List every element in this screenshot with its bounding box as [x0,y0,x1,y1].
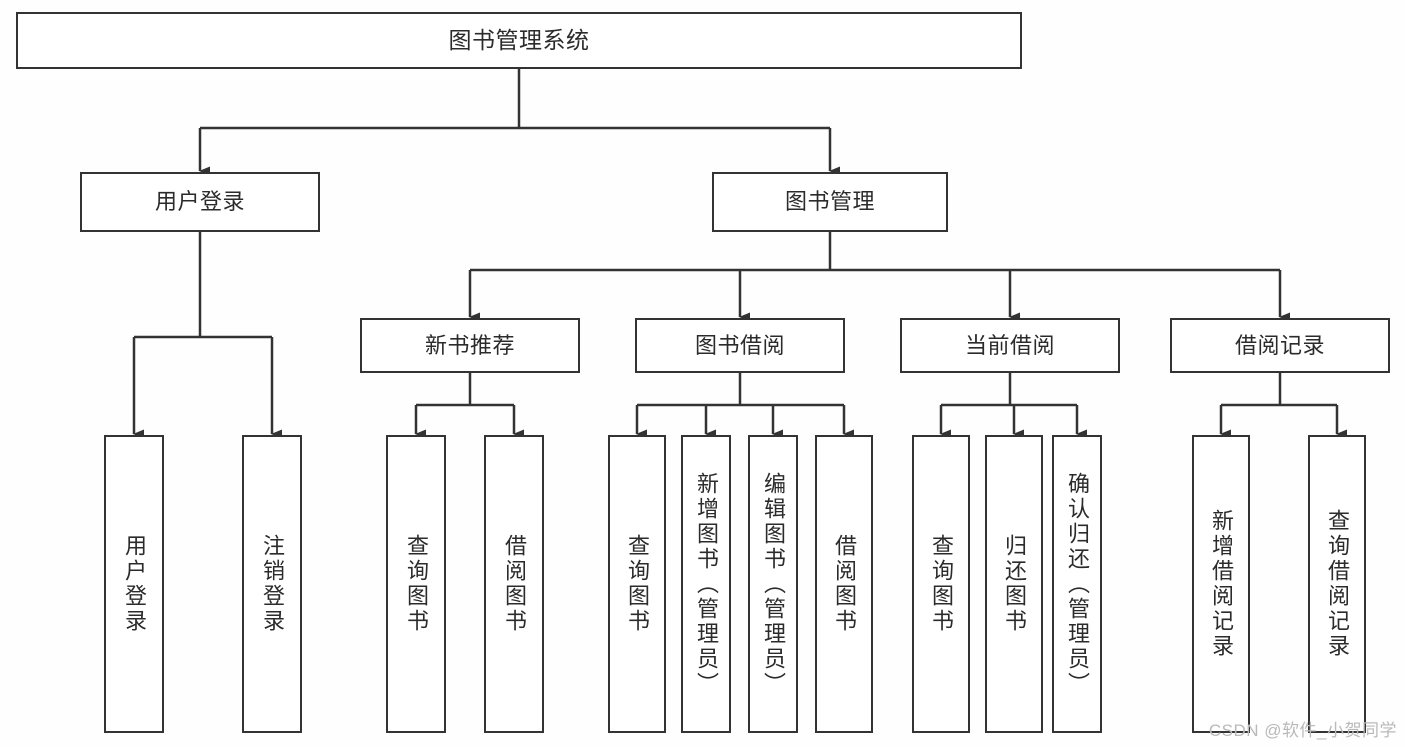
node-label: 用户登录 [154,189,245,215]
leaf-logout[interactable]: 注销登录 [242,435,302,733]
node-label: 用户登录 [122,534,147,634]
leaf-borrow-borrow-books[interactable]: 借阅图书 [815,435,873,733]
node-label: 借阅图书 [502,534,527,634]
leaf-current-confirm-return-admin[interactable]: 确认归还（管理员） [1052,435,1102,733]
node-book-borrowing[interactable]: 图书借阅 [635,318,845,373]
leaf-record-add-borrow-record[interactable]: 新增借阅记录 [1192,435,1250,733]
leaf-borrow-query-books[interactable]: 查询图书 [608,435,666,733]
node-label: 查询图书 [404,534,429,634]
node-label: 查询借阅记录 [1325,509,1350,659]
node-current-borrowing[interactable]: 当前借阅 [900,318,1120,373]
csdn-watermark: CSDN @软件_小贺同学 [1208,721,1397,740]
node-root-library-management-system[interactable]: 图书管理系统 [16,12,1022,69]
leaf-current-query-books[interactable]: 查询图书 [912,435,970,733]
node-label: 查询图书 [625,534,650,634]
node-book-management[interactable]: 图书管理 [712,172,948,232]
node-label: 借阅记录 [1234,332,1325,358]
node-label: 新增借阅记录 [1209,509,1234,659]
node-label: 查询图书 [929,534,954,634]
node-label: 编辑图书（管理员） [761,471,786,697]
node-label: 图书借阅 [694,332,785,358]
leaf-borrow-edit-book-admin[interactable]: 编辑图书（管理员） [748,435,798,733]
node-label: 新增图书（管理员） [694,471,719,697]
node-label: 图书管理系统 [448,26,590,53]
node-label: 借阅图书 [832,534,857,634]
node-label: 图书管理 [784,189,875,215]
node-label: 当前借阅 [964,332,1055,358]
node-user-login[interactable]: 用户登录 [80,172,320,232]
node-borrowing-records[interactable]: 借阅记录 [1170,318,1390,373]
leaf-current-return-books[interactable]: 归还图书 [985,435,1043,733]
node-new-book-recommendation[interactable]: 新书推荐 [360,318,580,373]
leaf-new-book-query-books[interactable]: 查询图书 [386,435,446,733]
leaf-new-book-borrow-books[interactable]: 借阅图书 [484,435,544,733]
leaf-borrow-add-book-admin[interactable]: 新增图书（管理员） [681,435,731,733]
node-label: 注销登录 [260,534,285,634]
leaf-record-query-borrow-record[interactable]: 查询借阅记录 [1308,435,1366,733]
leaf-user-login[interactable]: 用户登录 [104,435,164,733]
node-label: 归还图书 [1002,534,1027,634]
node-label: 确认归还（管理员） [1065,471,1090,697]
node-label: 新书推荐 [424,332,515,358]
